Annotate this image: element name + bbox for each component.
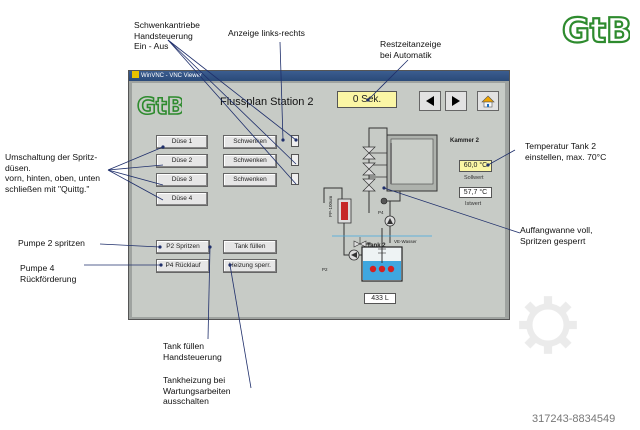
process-flow-diagram bbox=[323, 127, 438, 282]
swivel-2-button[interactable]: Schwenken bbox=[223, 154, 277, 168]
prev-page-button[interactable] bbox=[419, 91, 441, 111]
swivel-1-button[interactable]: Schwenken bbox=[223, 135, 277, 149]
actual-label: Istwert bbox=[465, 201, 482, 207]
tank-fill-button[interactable]: Tank füllen bbox=[223, 240, 277, 254]
left-right-indicator-1 bbox=[291, 135, 299, 147]
left-right-indicator-2 bbox=[291, 154, 299, 166]
swivel-3-button[interactable]: Schwenken bbox=[223, 173, 277, 187]
tank-label: Tank 2 bbox=[367, 243, 386, 249]
annotation-pump4: Pumpe 4 Rückförderung bbox=[20, 263, 77, 284]
vnc-titlebar: WinVNC - VNC Viewer bbox=[129, 71, 509, 81]
annotation-tank-fill: Tank füllen Handsteuerung bbox=[163, 341, 222, 362]
brand-logo-text: GtB bbox=[562, 11, 630, 48]
annotation-drip-tray: Auffangwanne voll, Spritzen gesperrt bbox=[520, 225, 593, 246]
nozzle-2-button[interactable]: Düse 2 bbox=[156, 154, 208, 168]
water-supply-label: VE-Wasser bbox=[394, 239, 417, 244]
brand-logo: GtB bbox=[560, 8, 633, 52]
left-right-indicator-3 bbox=[291, 173, 299, 185]
setpoint-label: Sollwert bbox=[464, 175, 484, 181]
vnc-viewer-window: WinVNC - VNC Viewer GtB Flussplan Statio… bbox=[128, 70, 510, 320]
annotation-temperature: Temperatur Tank 2 einstellen, max. 70°C bbox=[525, 141, 607, 162]
annotation-swivel: Schwenkantriebe Handsteuerung Ein - Aus bbox=[134, 20, 200, 51]
valve-1 bbox=[362, 146, 376, 192]
nozzle-4-button[interactable]: Düse 4 bbox=[156, 192, 208, 206]
pump4-label: P4 bbox=[378, 210, 384, 215]
pump2-spray-button[interactable]: P2 Spritzen bbox=[156, 240, 210, 254]
vnc-app-icon bbox=[132, 71, 139, 78]
gear-watermark-icon bbox=[519, 296, 577, 354]
nozzle-1-button[interactable]: Düse 1 bbox=[156, 135, 208, 149]
home-icon bbox=[481, 95, 495, 107]
next-page-button[interactable] bbox=[445, 91, 467, 111]
vnc-title: WinVNC - VNC Viewer bbox=[141, 73, 202, 79]
home-button[interactable] bbox=[477, 91, 499, 111]
nozzle-3-button[interactable]: Düse 3 bbox=[156, 173, 208, 187]
actual-temperature: 57,7 °C bbox=[459, 187, 492, 198]
pump4-return-button[interactable]: P4 Rücklauf bbox=[156, 259, 210, 273]
setpoint-input[interactable]: 60,0 °C bbox=[459, 160, 492, 172]
annotation-tank-heat: Tankheizung bei Wartungsarbeiten ausscha… bbox=[163, 375, 231, 406]
annotation-left-right: Anzeige links-rechts bbox=[228, 28, 305, 38]
arrow-left-icon bbox=[426, 96, 434, 106]
filter-label: PP-100um bbox=[328, 195, 333, 217]
annotation-switch-nozzles: Umschaltung der Spritz- düsen. vorn, hin… bbox=[5, 152, 101, 194]
annotation-pump2: Pumpe 2 spritzen bbox=[18, 238, 85, 248]
tank-level-display: 433 L bbox=[364, 293, 396, 304]
heating-lock-button[interactable]: Heizung sperr. bbox=[223, 259, 277, 273]
annotation-remaining-time: Restzeitanzeige bei Automatik bbox=[380, 39, 442, 60]
hmi-screen: GtB Flussplan Station 2 0 Sek. bbox=[132, 83, 505, 317]
arrow-right-icon bbox=[452, 96, 460, 106]
listing-id-watermark: 317243-8834549 bbox=[532, 413, 616, 425]
chamber-label: Kammer 2 bbox=[450, 138, 480, 144]
pump2-label: P2 bbox=[322, 267, 328, 272]
